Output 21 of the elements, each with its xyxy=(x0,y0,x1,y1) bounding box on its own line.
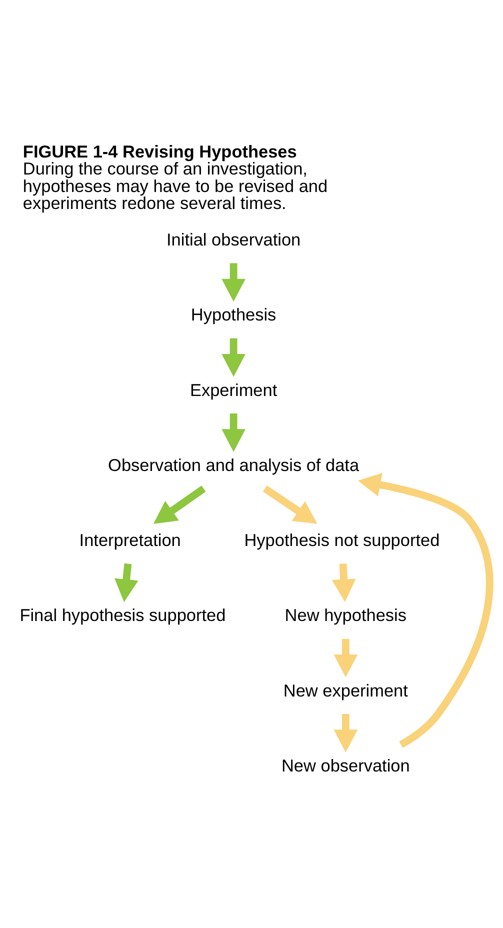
node-text: New observation xyxy=(281,754,410,775)
node-text: Initial observation xyxy=(166,228,301,249)
arrow xyxy=(332,563,356,602)
arrow xyxy=(334,714,358,752)
node-text: Final hypothesis supported xyxy=(20,604,226,625)
arrow xyxy=(222,412,246,452)
node-text: Hypothesis not supported xyxy=(244,530,440,550)
arrow xyxy=(153,485,206,524)
arrow xyxy=(334,638,358,677)
arrow xyxy=(222,262,246,302)
arrow xyxy=(358,472,494,748)
node-text: Observation and analysis of data xyxy=(108,454,360,474)
arrow xyxy=(222,338,246,376)
node-text: New hypothesis xyxy=(284,604,406,625)
node-text: Experiment xyxy=(190,379,278,400)
arrow xyxy=(262,485,318,524)
diagram-title: FIGURE 1-4 Revising Hypotheses xyxy=(22,140,297,161)
node-text: New experiment xyxy=(283,680,408,700)
node-text: Interpretation xyxy=(79,530,181,550)
arrow xyxy=(114,562,138,602)
node-text: Hypothesis xyxy=(190,304,276,324)
